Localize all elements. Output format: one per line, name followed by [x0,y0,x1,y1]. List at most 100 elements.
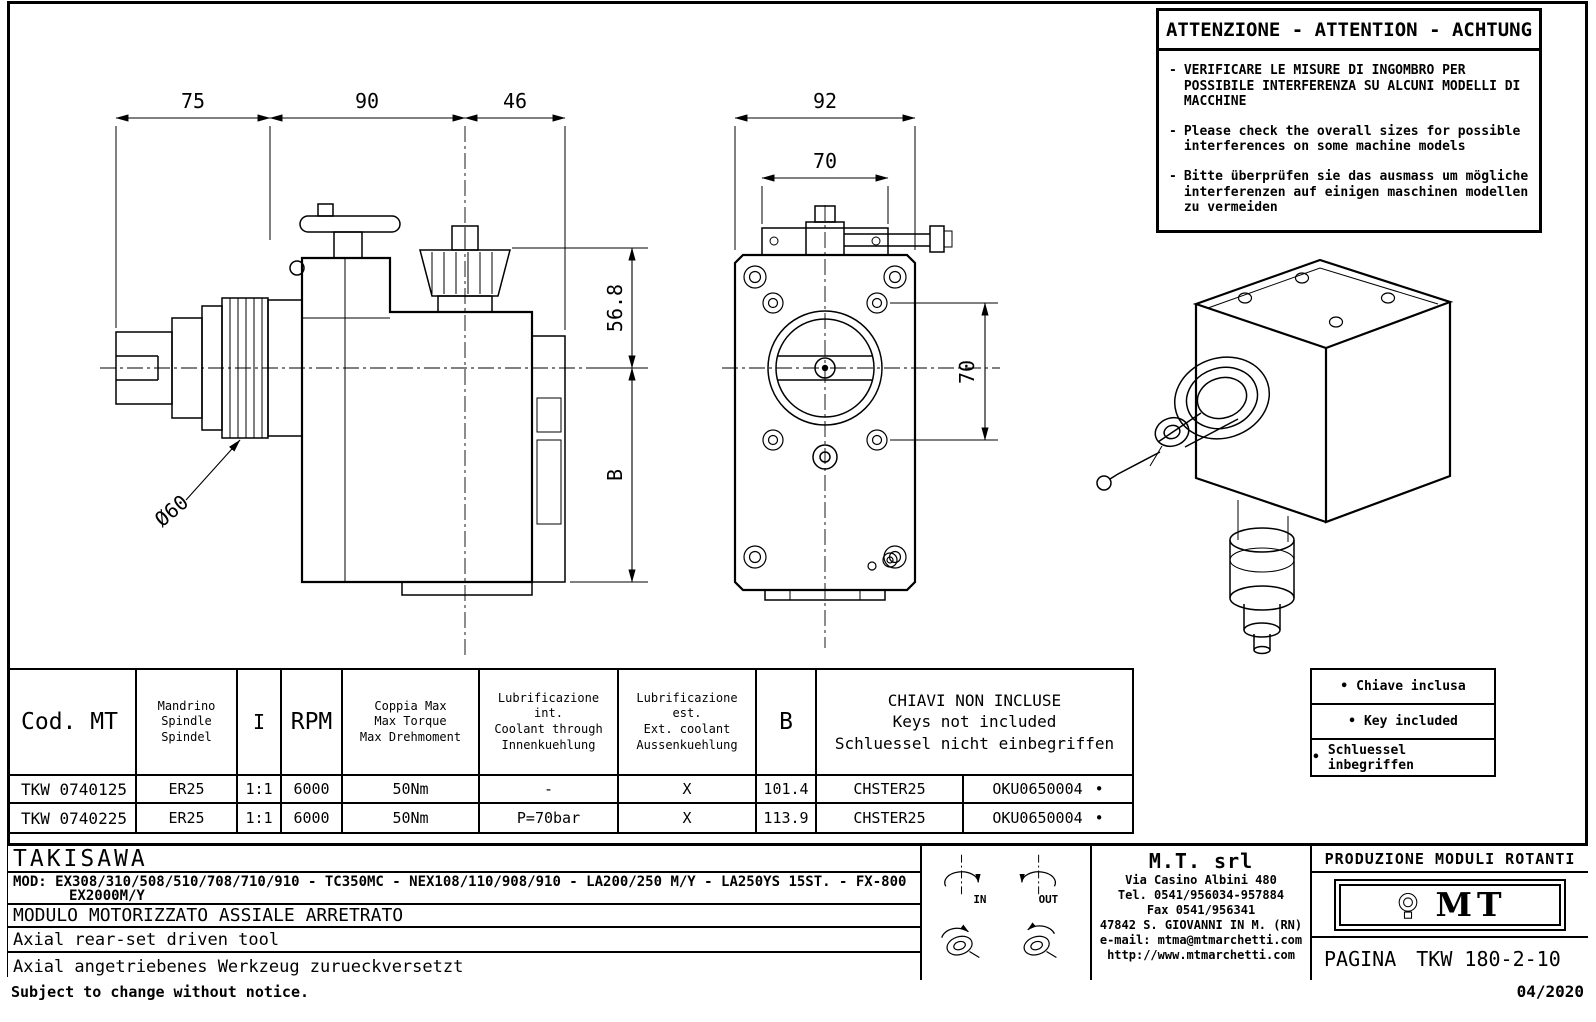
legend-text-italian: Chiave inclusa [1356,679,1466,694]
logo-text: MT [1435,885,1507,924]
logo-area: MT [1312,873,1588,936]
mt-logo: MT [1334,878,1566,931]
cell-coolant-ext: X [619,804,757,832]
col-header-coolant-ext: Lubrificazione est. Ext. coolant Aussenk… [619,670,757,776]
dot-marker: • [1340,679,1349,694]
key-included-code: OKU0650004 [992,780,1083,798]
machine-models: MOD: EX308/310/508/510/708/710/910 - TC3… [8,873,920,905]
cell-spindle: ER25 [137,804,238,832]
cell-key-code: CHSTER25 [817,804,964,832]
brand-name: TAKISAWA [8,846,920,873]
dim-568-label: 56.8 [603,284,627,332]
cell-b: 113.9 [757,804,817,832]
footer-note: Subject to change without notice. [11,983,310,1001]
warning-text-italian: VERIFICARE LE MISURE DI INGOMBRO PER POS… [1183,63,1521,110]
warning-item-english: - Please check the overall sizes for pos… [1169,124,1531,155]
iso-collet [1154,416,1190,448]
key-included-dot: • [1094,780,1104,798]
company-city: 47842 S. GIOVANNI IN M. (RN) [1099,918,1303,932]
warning-item-italian: - VERIFICARE LE MISURE DI INGOMBRO PER P… [1169,63,1531,110]
rotation-out-label: OUT [1039,893,1059,906]
cell-coolant-int: P=70bar [480,804,619,832]
warning-body: - VERIFICARE LE MISURE DI INGOMBRO PER P… [1159,51,1539,230]
dim-92-label: 92 [813,89,837,113]
cell-ratio: 1:1 [238,804,282,832]
models-line-2: EX2000M/Y [69,888,145,904]
logo-tool-icon [1399,892,1418,919]
cell-coolant-int: - [480,776,619,804]
warning-title: ATTENZIONE - ATTENTION - ACHTUNG [1159,11,1539,51]
legend-item-german: • Schluessel inbegriffen [1312,740,1494,775]
dash-bullet: - [1169,63,1177,78]
cell-key-code: CHSTER25 [817,776,964,804]
dim-70-right-label: 70 [955,360,979,384]
technical-drawings: 75 90 46 Ø60 56.8 B [100,89,1454,655]
key-included-dot: • [1094,809,1104,827]
cell-key-included: OKU0650004 • [964,776,1132,804]
dim-70-top-label: 70 [813,149,837,173]
rotation-tool-icon-in [941,924,980,958]
col-header-rpm: RPM [282,670,343,776]
rotation-in-label: IN [973,893,986,906]
top-screws [1237,272,1396,328]
rotation-direction-panel: IN OUT [920,846,1090,980]
company-website: http://www.mtmarchetti.com [1107,948,1295,962]
cell-cod: TKW 0740225 [10,804,137,832]
dot-marker: • [1312,750,1320,765]
dim-75-label: 75 [181,89,205,113]
dim-46-label: 46 [503,89,527,113]
front-view-drawing: 92 70 70 [722,89,1000,648]
cell-ratio: 1:1 [238,776,282,804]
company-name: M.T. srl [1148,849,1254,873]
col-header-cod: Cod. MT [10,670,137,776]
col-header-coolant-int: Lubrificazione int. Coolant through Inne… [480,670,619,776]
col-header-keys: CHIAVI NON INCLUSE Keys not included Sch… [817,670,1132,776]
production-panel: PRODUZIONE MODULI ROTANTI MT PAGINA TKW … [1310,846,1588,980]
warning-text-english: Please check the overall sizes for possi… [1183,123,1521,155]
pagina-label: PAGINA [1324,947,1397,971]
warning-item-german: - Bitte überprüfen sie das ausmass um mö… [1169,169,1531,216]
cell-rpm: 6000 [282,776,343,804]
dim-90-label: 90 [355,89,379,113]
cell-coolant-ext: X [619,776,757,804]
dash-bullet: - [1169,168,1177,184]
product-title-italian: MODULO MOTORIZZATO ASSIALE ARRETRATO [8,905,920,928]
dot-marker: • [1348,714,1356,729]
dash-bullet: - [1169,123,1177,139]
bolt-holes [743,265,907,571]
spec-table: Cod. MT Mandrino Spindle Spindel I RPM C… [8,668,1134,834]
company-info: M.T. srl Via Casino Albini 480 Tel. 0541… [1090,846,1310,980]
legend-text-english: Key included [1363,714,1458,729]
legend-item-english: • Key included [1312,705,1494,740]
col-header-torque: Coppia Max Max Torque Max Drehmoment [343,670,480,776]
rotation-tool-icon-out [1023,922,1057,958]
page-reference: PAGINA TKW 180-2-10 [1312,936,1588,980]
col-header-spindle: Mandrino Spindle Spindel [137,670,238,776]
product-title-english: Axial rear-set driven tool [8,928,920,953]
cell-b: 101.4 [757,776,817,804]
company-address: Via Casino Albini 480 [1125,873,1277,887]
company-email: e-mail: mtma@mtmarchetti.com [1099,933,1303,947]
rotation-direction-symbols: IN OUT [941,854,1059,958]
cell-spindle: ER25 [137,776,238,804]
isometric-view-drawing [1096,258,1454,655]
product-title-german: Axial angetriebenes Werkzeug zurueckvers… [13,956,464,977]
key-included-code: OKU0650004 [992,809,1083,827]
models-line-1: MOD: EX308/310/508/510/708/710/910 - TC3… [13,874,907,890]
company-tel: Tel. 0541/956034-957884 [1117,888,1285,902]
side-view-drawing: 75 90 46 Ø60 56.8 B [100,89,648,655]
cell-cod: TKW 0740125 [10,776,137,804]
dim-diameter-label: Ø60 [150,490,193,532]
legend-item-italian: • Chiave inclusa [1312,670,1494,705]
key-legend: • Chiave inclusa • Key included • Schlue… [1310,668,1496,777]
col-header-ratio: I [238,670,282,776]
cell-key-included: OKU0650004 • [964,804,1132,832]
footer-date: 04/2020 [1516,982,1584,1001]
col-header-b: B [757,670,817,776]
legend-text-german: Schluessel inbegriffen [1327,742,1414,773]
title-block-left: TAKISAWA MOD: EX308/310/508/510/708/710/… [8,846,920,980]
cell-torque: 50Nm [343,804,480,832]
iso-flange [1173,356,1271,440]
company-fax: Fax 0541/956341 [1146,903,1256,917]
